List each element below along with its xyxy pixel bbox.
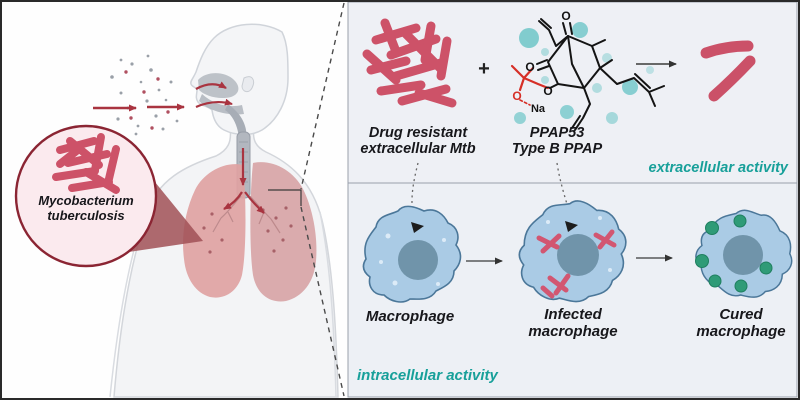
cured-macrophage-label-line2: macrophage xyxy=(696,322,786,340)
uptake-dotted-arrows xyxy=(411,162,572,222)
aerosol-particles xyxy=(110,54,179,136)
cured-macrophage-label-line1: Cured xyxy=(719,306,763,323)
right-arm-line xyxy=(319,211,337,398)
cytoplasm-speckles xyxy=(379,233,446,286)
infected-macrophage-label-line1: Infected xyxy=(544,306,602,323)
resistant-mtb-label-line1: Drug resistant xyxy=(368,125,468,141)
infection-scene xyxy=(0,0,348,400)
zoom-connector-lines xyxy=(300,2,345,397)
cleared-granules xyxy=(695,214,773,293)
zoom-region-bracket xyxy=(268,189,302,206)
right-lung xyxy=(250,162,317,302)
engulfed-bacterium-icon xyxy=(565,221,578,232)
killed-mtb xyxy=(700,40,756,102)
magnifier-label-line1: Mycobacterium xyxy=(38,193,134,208)
bacilli-particles xyxy=(124,70,170,130)
atom-label-oxygen-left: O xyxy=(525,60,534,74)
atom-label-oxygen-top: O xyxy=(561,9,570,23)
resistant-mtb-label: Drug resistant extracellular Mtb xyxy=(360,125,475,158)
macrophage-nucleus xyxy=(398,240,438,280)
atom-label-oxygen-mid: O xyxy=(543,84,552,98)
magnifier-label: Mycobacterium tuberculosis xyxy=(38,193,134,223)
macrophage-nucleus xyxy=(723,235,763,275)
macrophage-infected xyxy=(509,189,637,316)
intracellular-mtb-rods xyxy=(536,229,617,299)
atom-label-oxygen-red: O xyxy=(512,89,521,103)
ppap53-structure: O O O O Na xyxy=(510,9,665,131)
atom-label-sodium: Na xyxy=(531,103,546,115)
infected-macrophage-label-line2: macrophage xyxy=(528,322,618,340)
cytoplasm-speckles xyxy=(546,216,612,272)
throat xyxy=(225,104,247,140)
left-bronchus-arrow xyxy=(223,191,243,210)
mtb-cluster-magnified xyxy=(52,133,120,194)
macrophage-nucleus xyxy=(557,234,599,276)
right-bronchus-arrow xyxy=(244,191,265,214)
macrophage-label: Macrophage xyxy=(365,308,455,325)
mouth-arrow xyxy=(195,98,233,109)
inhalation xyxy=(93,54,265,214)
magnifier-callout xyxy=(14,124,203,268)
resistant-mtb-label-line2: extracellular Mtb xyxy=(360,141,476,158)
red-enol-group xyxy=(510,64,550,106)
extracellular-activity-label: extracellular activity xyxy=(648,160,788,176)
compound-label-line2: Type B PPAP xyxy=(511,141,603,158)
lungs xyxy=(183,162,317,302)
ear xyxy=(241,76,255,93)
nose-arrow xyxy=(195,81,227,90)
mtb-cluster-extracellular xyxy=(362,18,457,108)
intracellular-activity-label: intracellular activity xyxy=(357,367,498,384)
engulfed-bacterium-icon xyxy=(411,222,424,233)
magnifier-label-line2: tuberculosis xyxy=(47,207,125,223)
cured-macrophage-label: Cured macrophage xyxy=(696,306,786,341)
macrophage-normal xyxy=(362,205,462,303)
compound-label-line1: PPAP53 xyxy=(529,125,585,141)
macrophage-cured xyxy=(681,190,800,319)
plus-sign: + xyxy=(478,58,490,80)
compound-label: PPAP53 Type B PPAP xyxy=(512,125,602,158)
magnifier-circle xyxy=(14,124,158,268)
carbon-skeleton xyxy=(536,18,665,131)
infected-macrophage-label: Infected macrophage xyxy=(528,306,618,341)
